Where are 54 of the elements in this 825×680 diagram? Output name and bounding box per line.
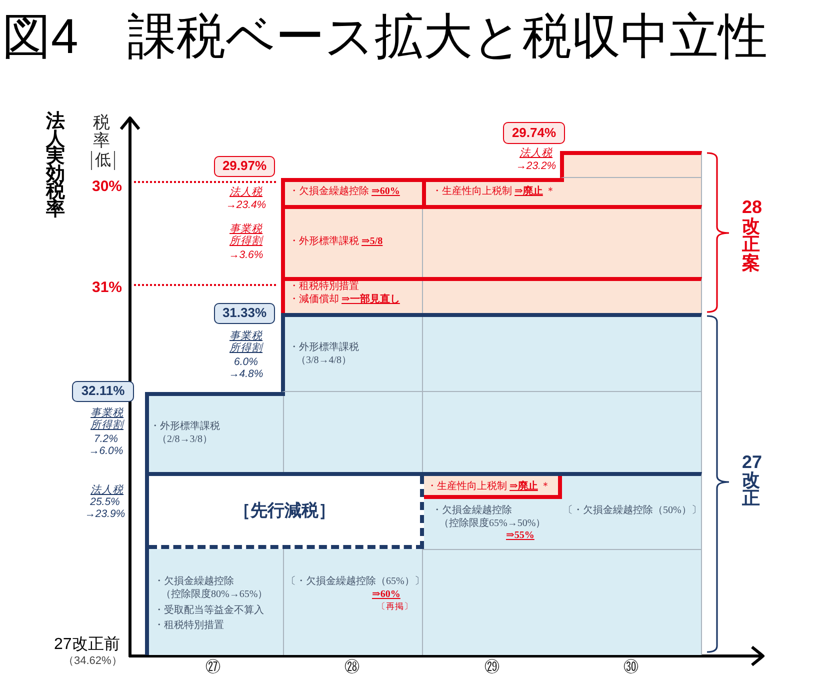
axis-note: 低 — [91, 151, 115, 170]
bracket-label: 28改正案 — [742, 198, 764, 272]
tax-label: 法人税 — [90, 484, 124, 496]
tax-label: 事業税所得割 — [229, 223, 263, 247]
cell-text: ・生産性向上税制 ⇒廃止 ＊ — [427, 481, 550, 494]
cell-text: ・租税特別措置 — [289, 281, 359, 294]
band-cell — [145, 392, 702, 472]
axis-title: 法人実効税率 — [46, 113, 66, 218]
highlight-cell — [424, 476, 562, 499]
band-cell — [281, 178, 426, 205]
band-cell — [560, 151, 702, 178]
cell-text: ⇒55% — [506, 530, 534, 542]
cell-text: ・欠損金繰越控除 ⇒60% — [289, 186, 400, 198]
cell-text: ・外形標準課税 ⇒5/8 — [289, 236, 383, 248]
tick-label: ㉚ — [622, 659, 640, 677]
bracket-label: 27改正 — [742, 453, 764, 507]
dashed-box — [149, 476, 424, 549]
cell-text: ⇒60% — [372, 589, 400, 602]
rate-change: →3.6% — [228, 249, 264, 261]
rate-box: 32.11% — [72, 381, 134, 402]
rate-label: 30% — [92, 178, 122, 195]
axis-label: 27改正前 — [54, 636, 120, 654]
tick-label: ㉗ — [204, 659, 222, 677]
band-cell — [281, 277, 702, 313]
rate-change: 25.5% →23.9% — [84, 496, 126, 520]
band-cell — [426, 178, 702, 205]
cell-text: ・受取配当等益金不算入 — [154, 605, 264, 618]
rate-change: 7.2% →6.0% — [88, 433, 124, 457]
rate-change: 6.0% →4.8% — [228, 356, 264, 380]
tick-label: ㉘ — [344, 659, 360, 677]
rate-change: →23.2% — [514, 160, 558, 172]
cell-text: 〔再掲〕 — [377, 601, 413, 612]
rate-change: →23.4% — [224, 199, 268, 211]
rate-box: 29.97% — [214, 156, 275, 177]
band-cell — [281, 205, 702, 277]
cell-text: ・租税特別措置 — [154, 620, 224, 632]
tax-label: 事業税所得割 — [229, 330, 263, 354]
tick-label: ㉙ — [484, 659, 500, 677]
tax-label: 法人税 — [228, 186, 264, 198]
rate-box: 29.74% — [503, 122, 565, 144]
tax-label: 事業税所得割 — [90, 407, 124, 431]
band-cell — [281, 313, 702, 392]
cell-text: ・生産性向上税制 ⇒廃止 ＊ — [432, 186, 556, 198]
title: 図4 課税ベース拡大と税収中立性 — [2, 9, 768, 66]
box-label: ［先行減税］ — [234, 500, 336, 520]
cell-text: 〔・欠損金繰越控除（50%）〕 — [563, 505, 702, 518]
cell-text: ・減価償却 ⇒一部見直し — [289, 294, 400, 306]
rate-box: 31.33% — [214, 303, 275, 324]
tax-label: 法人税 — [518, 147, 554, 159]
axis-label: 税率 — [93, 114, 111, 150]
band-cell — [145, 472, 702, 655]
rate-label: 31% — [92, 279, 122, 296]
cell-text: 〔・欠損金繰越控除（65%）〕 — [286, 576, 424, 588]
rate-label: （34.62%） — [63, 655, 122, 668]
